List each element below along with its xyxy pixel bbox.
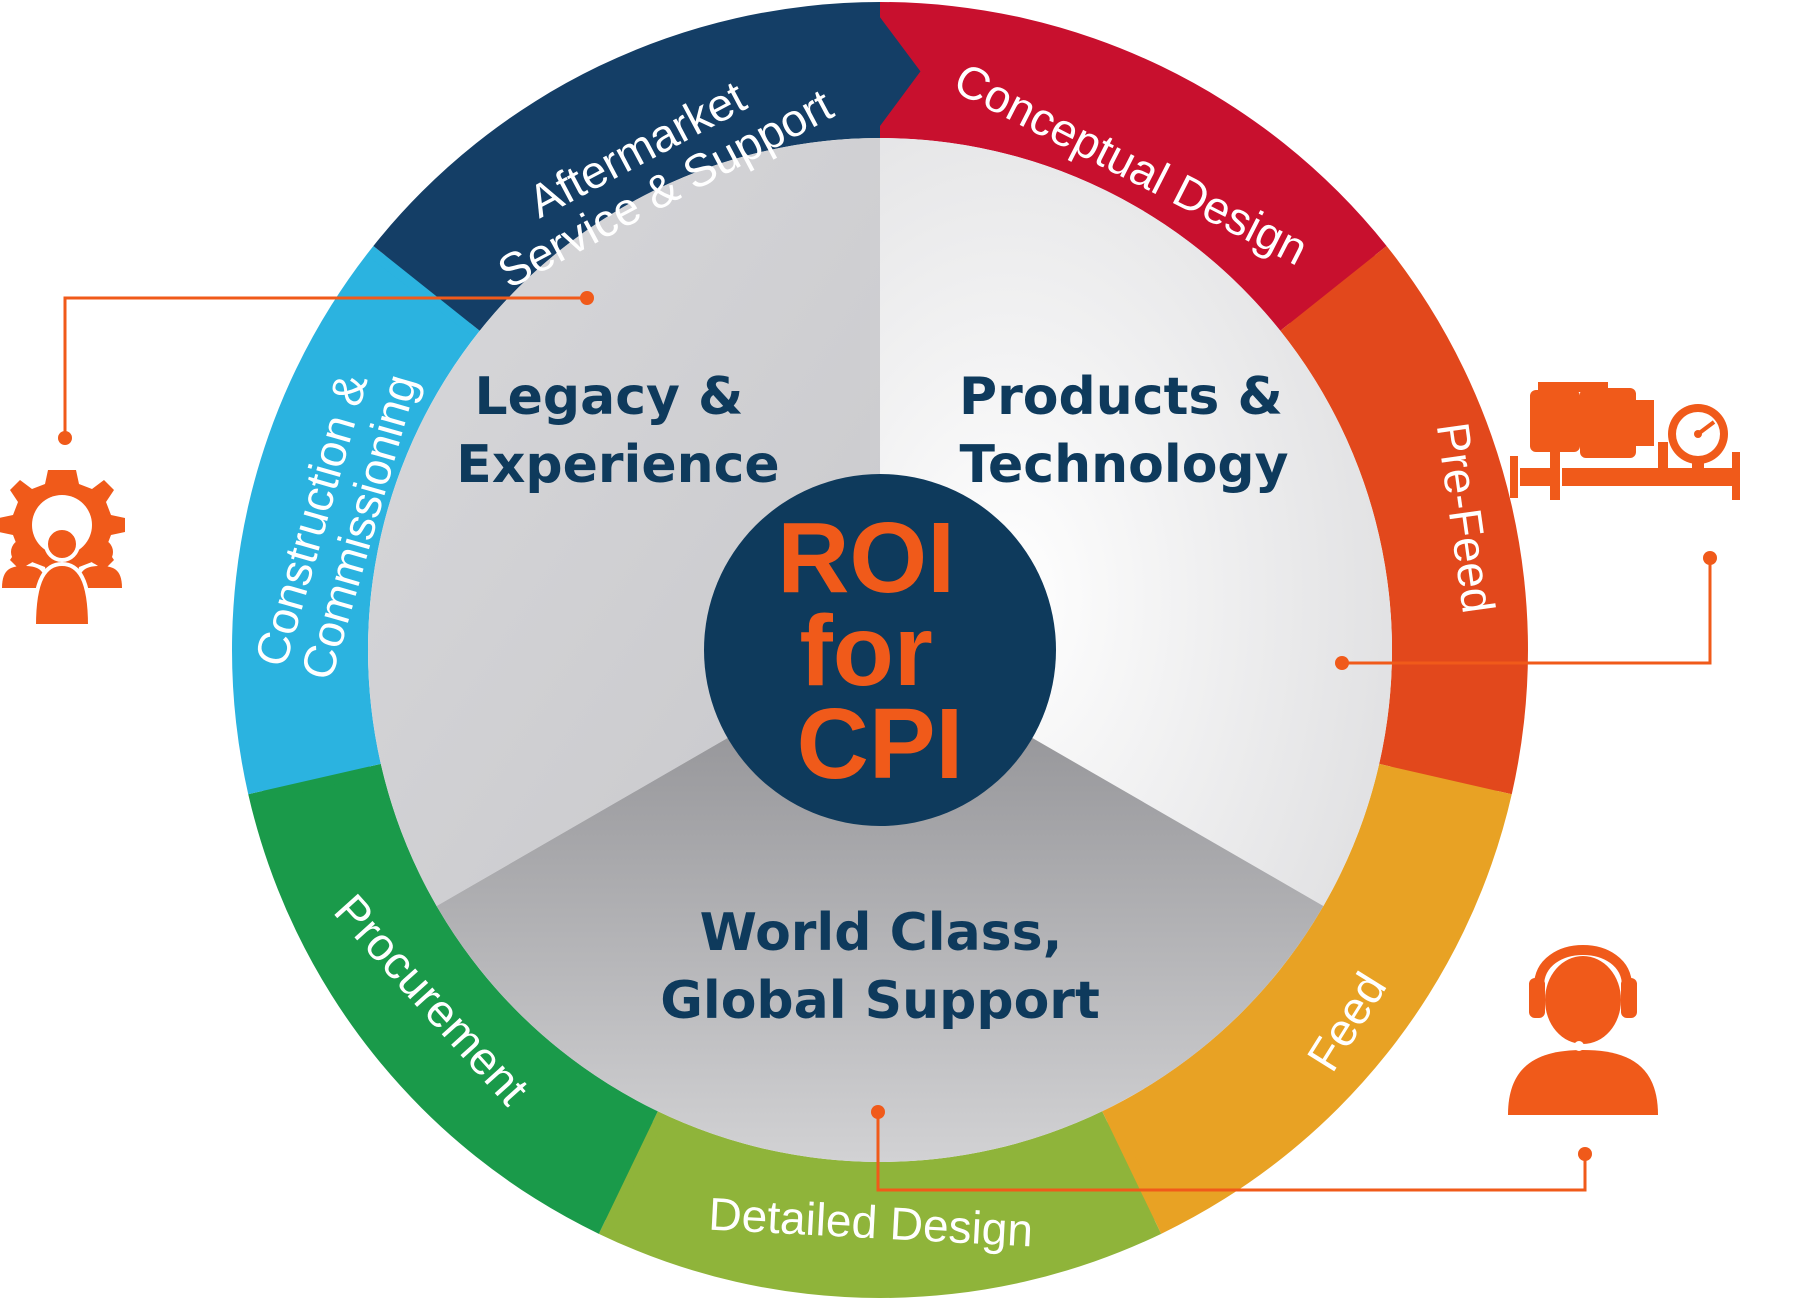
ring-segment-pre-feed xyxy=(1280,245,1528,795)
ring-segment-aftermarket-service-support xyxy=(373,2,880,331)
center-title: ROI for CPI xyxy=(777,502,983,800)
sector-title-products: Products & Technology xyxy=(959,367,1301,495)
connector-dot xyxy=(1703,551,1717,565)
center-line: ROI xyxy=(777,502,955,614)
ring-segment-construction-commissioning xyxy=(232,245,480,795)
connector-dots xyxy=(58,291,1717,1161)
phase-ring xyxy=(232,2,1528,1298)
ring-arrow-aftermarket-service-support xyxy=(868,2,921,139)
connector-lines xyxy=(63,296,1712,1192)
sector-title-support: World Class, Global Support xyxy=(660,903,1100,1031)
center-line: CPI xyxy=(797,688,964,800)
ring-segment-feed xyxy=(1102,763,1512,1234)
connector-legacy xyxy=(63,296,587,438)
sector-title-legacy: Legacy & Experience xyxy=(456,367,779,495)
ring-segment-detailed-design xyxy=(598,1111,1162,1298)
connector-dot xyxy=(1335,656,1349,670)
connector-dot xyxy=(871,1105,885,1119)
pump-gauge-icon xyxy=(1510,382,1740,500)
sector-line: Products & xyxy=(959,367,1283,427)
connector-products xyxy=(1342,558,1712,665)
ring-segment-procurement xyxy=(248,763,658,1234)
connector-dot xyxy=(58,431,72,445)
center-badge xyxy=(704,474,1056,826)
connector-support xyxy=(876,1112,1587,1192)
sector-support xyxy=(436,650,1324,1162)
sector-line: Legacy & xyxy=(475,367,744,427)
headset-agent-icon xyxy=(1508,945,1658,1115)
sector-line: World Class, xyxy=(700,903,1063,963)
connector-dot xyxy=(1578,1147,1592,1161)
ring-segment-conceptual-design xyxy=(880,2,1387,331)
connector-dot xyxy=(580,291,594,305)
people-gear-icon xyxy=(0,470,125,628)
center-line: for xyxy=(799,595,932,707)
sector-line: Experience xyxy=(456,435,779,495)
sector-line: Global Support xyxy=(660,971,1100,1031)
sector-line: Technology xyxy=(959,435,1288,495)
